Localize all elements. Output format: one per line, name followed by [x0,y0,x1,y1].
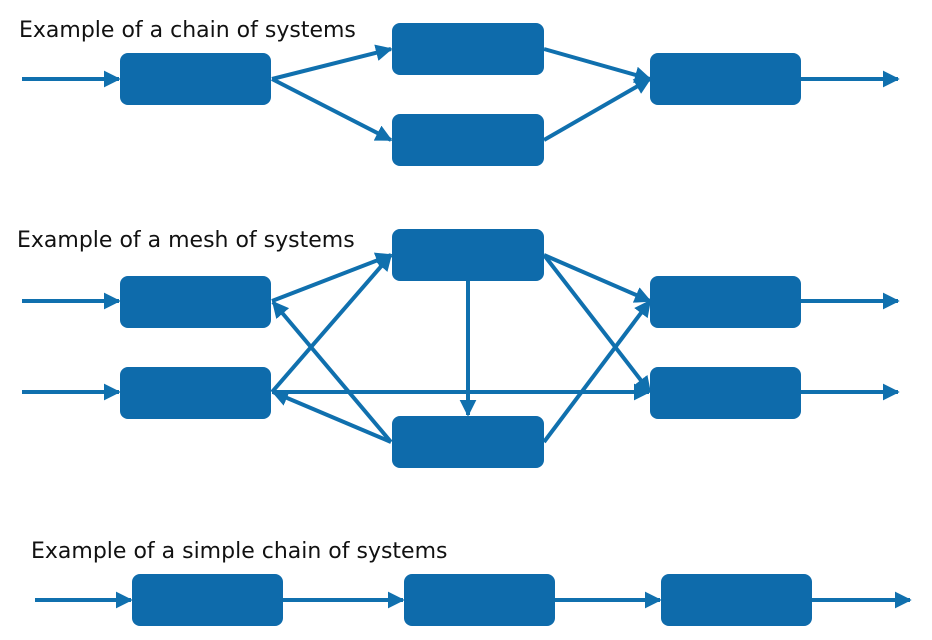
simple-chain-diagram [35,574,912,626]
chain-arrow-bottom-to-sink [543,77,652,142]
mesh-system-box [392,416,544,468]
simple-system-box [404,574,555,626]
mesh-system-box [120,276,271,328]
mesh-system-box [650,276,801,328]
mesh-boxes [120,229,801,468]
chain-system-box [650,53,801,105]
mesh-system-box [392,229,544,281]
mesh-arrow-top-to-right2 [542,253,652,394]
simple-chain-boxes [132,574,812,626]
chain-system-box [392,114,544,166]
simple-system-box [132,574,283,626]
chain-arrow-source-to-bottom [271,77,393,142]
mesh-diagram [22,229,900,468]
mesh-arrow-bottom-to-left1 [271,300,393,444]
mesh-arrow-bottom-to-left2 [271,390,392,444]
mesh-arrows [22,252,900,444]
mesh-arrow-bottom-to-right1 [542,299,652,444]
chain-diagram [22,23,900,166]
mesh-system-box [120,367,271,419]
mesh-system-box [650,367,801,419]
chain-boxes [120,23,801,166]
chain-arrow-top-to-sink [543,47,652,83]
simple-system-box [661,574,812,626]
mesh-arrow-top-to-right1 [543,253,652,303]
mesh-arrow-left2-to-top [270,253,393,394]
chain-caption: Example of a chain of systems [19,18,356,43]
simple-chain-caption: Example of a simple chain of systems [31,539,448,564]
chain-system-box [120,53,271,105]
mesh-caption: Example of a mesh of systems [17,228,355,253]
mesh-arrow-left1-to-top [271,252,393,303]
chain-arrows [22,44,900,142]
chain-system-box [392,23,544,75]
chain-arrow-source-to-top [271,44,393,81]
